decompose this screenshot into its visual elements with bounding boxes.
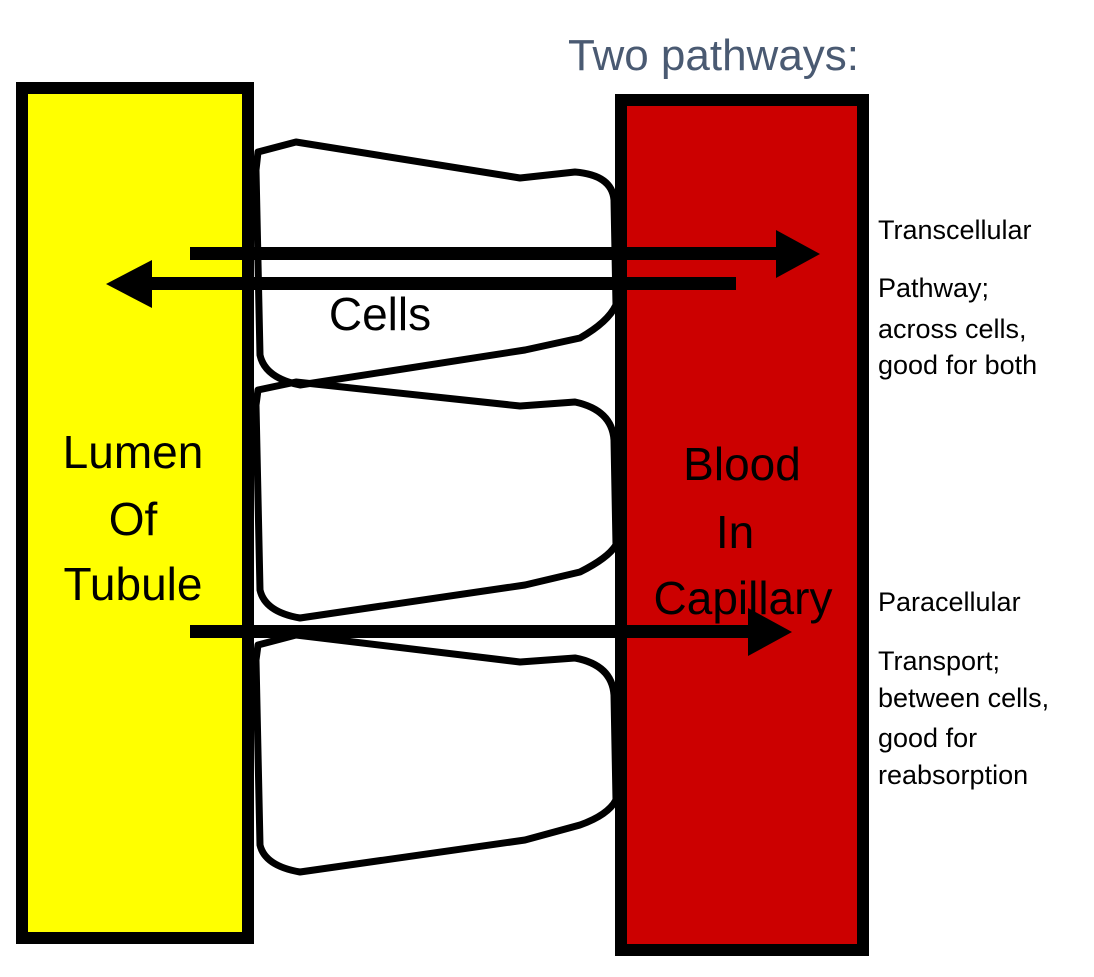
transcellular-line-2: across cells, bbox=[878, 314, 1027, 344]
transcellular-arrows bbox=[106, 230, 820, 308]
lumen-label-line-2: Of bbox=[109, 493, 158, 545]
transcellular-line-1: Pathway; bbox=[878, 273, 989, 303]
paracellular-heading: Paracellular bbox=[878, 587, 1021, 617]
paracellular-line-2: between cells, bbox=[878, 683, 1049, 713]
capillary-column bbox=[615, 94, 869, 956]
lumen-label-line-1: Lumen bbox=[63, 426, 204, 478]
transcellular-heading: Transcellular bbox=[878, 215, 1032, 245]
paracellular-arrow-head bbox=[748, 608, 792, 656]
arrow-to-blood-head bbox=[776, 230, 820, 278]
cell-middle-outline bbox=[252, 378, 620, 622]
arrow-to-blood-shaft bbox=[190, 247, 788, 260]
blood-label-line-3: Capillary bbox=[654, 572, 833, 624]
paracellular-line-3: good for bbox=[878, 723, 977, 753]
paracellular-arrow bbox=[190, 608, 792, 656]
blood-label-line-1: Blood bbox=[683, 438, 801, 490]
paracellular-line-1: Transport; bbox=[878, 646, 1000, 676]
cells-label: Cells bbox=[329, 288, 431, 340]
paracellular-arrow-shaft bbox=[190, 625, 752, 638]
diagram-title: Two pathways: bbox=[568, 31, 859, 80]
arrow-to-lumen-head bbox=[106, 260, 152, 308]
paracellular-line-4: reabsorption bbox=[878, 760, 1028, 790]
blood-label-line-2: In bbox=[716, 506, 754, 558]
cell-bottom-outline bbox=[252, 631, 620, 876]
lumen-label-line-3: Tubule bbox=[64, 558, 203, 610]
lumen-column bbox=[16, 82, 254, 944]
arrow-to-lumen-shaft bbox=[148, 277, 736, 290]
cell-top-outline bbox=[252, 138, 620, 389]
transcellular-line-3: good for both bbox=[878, 350, 1037, 380]
